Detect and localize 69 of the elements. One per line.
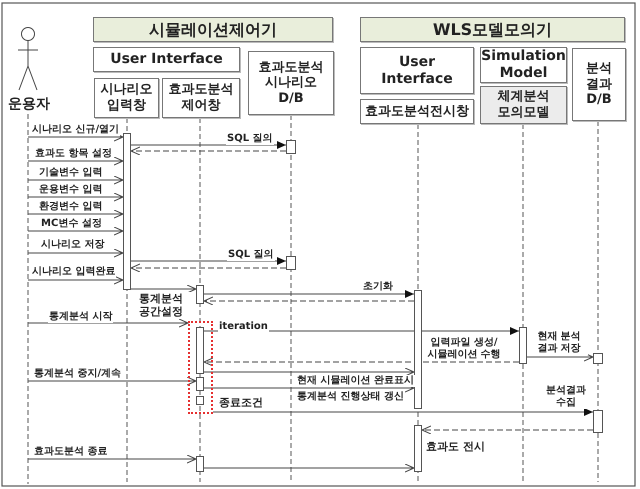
group-header: WLS모델모의기 bbox=[360, 17, 625, 42]
annotation: 효과도 전시 bbox=[425, 440, 486, 454]
message-arrow bbox=[28, 318, 188, 328]
message-label: 운용변수 입력 bbox=[38, 184, 104, 196]
message-label: 시나리오 저장 bbox=[40, 239, 106, 251]
message-label: 초기화 bbox=[362, 281, 394, 293]
message-arrow bbox=[28, 276, 124, 284]
message-arrow bbox=[28, 210, 124, 218]
message-arrow bbox=[28, 248, 124, 258]
component-box: 시나리오 입력창 bbox=[94, 78, 159, 118]
message-arrow bbox=[28, 156, 124, 166]
activation-bar bbox=[414, 290, 422, 409]
message-arrow bbox=[28, 454, 196, 464]
return-arrow bbox=[130, 146, 286, 156]
message-arrow bbox=[28, 376, 196, 386]
message-label: 기술변수 입력 bbox=[38, 167, 104, 179]
activation-bar bbox=[593, 353, 603, 364]
message-arrow bbox=[131, 141, 286, 149]
component-box: User Interface bbox=[360, 47, 474, 94]
component-box: User Interface bbox=[93, 47, 240, 72]
activation-bar bbox=[196, 377, 204, 391]
return-arrow bbox=[204, 358, 519, 366]
message-arrow bbox=[28, 192, 124, 202]
return-arrow bbox=[204, 296, 414, 306]
component-box: 분석 결과 D/B bbox=[572, 48, 626, 121]
activation-bar bbox=[196, 327, 204, 374]
message-arrow bbox=[28, 132, 124, 142]
message-arrow bbox=[131, 257, 286, 265]
message-label: 효과도 항목 설정 bbox=[34, 148, 113, 160]
return-arrow bbox=[130, 264, 286, 272]
activation-bar bbox=[286, 140, 296, 154]
message-label: 통계분석 진행상태 갱신 bbox=[296, 391, 405, 403]
message-arrow bbox=[204, 290, 414, 298]
message-label: SQL 질의 bbox=[227, 249, 275, 261]
component-box: 효과도분석 시나리오 D/B bbox=[248, 51, 334, 115]
activation-bar bbox=[593, 410, 603, 433]
loop-frame bbox=[188, 321, 213, 414]
message-label: MC변수 설정 bbox=[40, 218, 103, 230]
message-label: 통계분석 중지/계속 bbox=[33, 368, 122, 380]
component-box: 체계분석 모의모델 bbox=[480, 86, 567, 124]
component-box: 효과도분석 제어창 bbox=[162, 78, 240, 118]
message-label: 현재 시뮬레이션 완료표시 bbox=[296, 375, 415, 387]
message-arrow bbox=[213, 408, 593, 416]
component-box: Simulation Model bbox=[480, 47, 567, 83]
message-arrow bbox=[28, 176, 124, 184]
return-arrow bbox=[422, 426, 593, 434]
message-label: 환경변수 입력 bbox=[38, 201, 104, 213]
activation-bar bbox=[414, 425, 422, 472]
message-label: 시나리오 입력완료 bbox=[31, 266, 116, 278]
activation-bar bbox=[196, 285, 204, 304]
component-box: 효과도분석전시창 bbox=[360, 99, 474, 124]
message-label: SQL 질의 bbox=[226, 133, 274, 145]
message-arrow bbox=[28, 226, 124, 236]
message-arrow bbox=[204, 464, 414, 472]
actor-label: 운용자 bbox=[8, 96, 50, 113]
message-label: 시나리오 신규/열기 bbox=[31, 124, 120, 136]
message-label: 효과도분석 종료 bbox=[33, 446, 108, 458]
activation-bar bbox=[519, 327, 527, 364]
activation-bar bbox=[123, 133, 131, 290]
annotation: 종료조건 bbox=[218, 396, 264, 410]
message-arrow bbox=[131, 284, 196, 294]
group-header: 시뮬레이션제어기 bbox=[93, 17, 333, 42]
activation-bar bbox=[286, 256, 296, 270]
activation-bar bbox=[196, 396, 204, 405]
activation-bar bbox=[196, 456, 204, 472]
message-label: 통계분석 시작 bbox=[48, 311, 114, 323]
message-label: iteration bbox=[218, 321, 269, 333]
message-arrow bbox=[204, 368, 414, 376]
message-arrow bbox=[527, 352, 594, 362]
